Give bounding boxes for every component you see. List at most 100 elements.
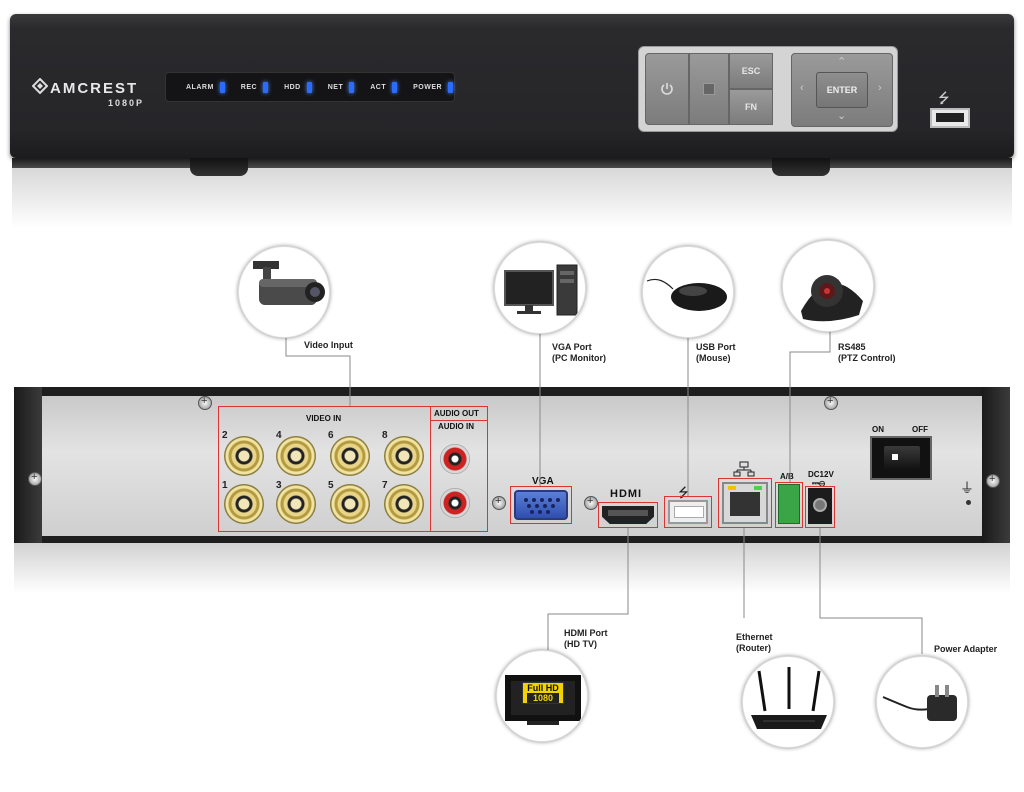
bnc-video-in-4: [276, 436, 316, 476]
arrow-down-icon[interactable]: ⌄: [837, 110, 847, 122]
bnc-video-in-1: [224, 484, 264, 524]
rear-usb-port: [668, 500, 708, 524]
screw: [584, 495, 598, 510]
ir-receiver-icon: [703, 83, 715, 95]
off-label: OFF: [912, 425, 928, 434]
arrow-left-icon[interactable]: ‹: [800, 82, 804, 94]
full-hd-badge: Full HD 1080: [522, 682, 564, 704]
rear-right-bracket: [982, 387, 1010, 543]
resolution-text: 1080: [527, 693, 559, 703]
fn-button[interactable]: FN: [729, 89, 773, 125]
usb-front-icon: ⭍: [938, 90, 950, 106]
audio-divider: [430, 406, 431, 532]
rca-audio-in: [440, 488, 470, 518]
status-led-bar: ALARM REC HDD NET ACT POWER: [165, 72, 455, 102]
vga-highlight: [510, 486, 572, 524]
enter-button[interactable]: ENTER: [816, 72, 868, 108]
bnc-number: 4: [276, 430, 282, 441]
ground-hole: [966, 500, 971, 505]
bnc-number: 6: [328, 430, 334, 441]
rear-left-bracket: [14, 387, 42, 543]
arrow-right-icon[interactable]: ›: [878, 82, 882, 94]
mouse-icon: [646, 278, 727, 311]
led-hdd: HDD: [284, 81, 312, 93]
audio-out-label: AUDIO OUT: [434, 409, 479, 418]
rear-reflection: [14, 543, 1010, 593]
led-net: NET: [328, 81, 355, 93]
camera-bullet-circle: [238, 246, 330, 338]
ir-button[interactable]: [689, 53, 729, 125]
usb-port-label: USB Port (Mouse): [696, 342, 736, 363]
audio-in-label: AUDIO IN: [438, 422, 474, 431]
hdmi-port-label: HDMI Port (HD TV): [564, 628, 608, 649]
hdmi-label: HDMI: [610, 488, 643, 500]
vga-port-label: VGA Port (PC Monitor): [552, 342, 606, 363]
front-keypad: ESC FN ⌃ ⌄ ‹ › ENTER: [638, 46, 898, 132]
usb-rear-icon: ⭍: [678, 485, 689, 500]
router-circle: [742, 656, 834, 748]
brand-name: AMCREST: [50, 80, 139, 97]
bnc-number: 5: [328, 480, 334, 491]
power-switch: [870, 436, 932, 480]
bnc-video-in-5: [330, 484, 370, 524]
direction-pad[interactable]: ⌃ ⌄ ‹ › ENTER: [791, 53, 893, 127]
bnc-number: 8: [382, 430, 388, 441]
power-adapter-label: Power Adapter: [934, 644, 998, 654]
model-name: 1080P: [108, 98, 145, 108]
usb-highlight: [664, 496, 712, 528]
bnc-video-in-8: [384, 436, 424, 476]
bnc-video-in-7: [384, 484, 424, 524]
dome-camera-icon: [801, 275, 863, 322]
bullet-camera-icon: [253, 261, 325, 305]
amcrest-logo: AMCREST 1080P: [32, 78, 152, 118]
ethernet-port: [722, 482, 768, 524]
bnc-video-in-2: [224, 436, 264, 476]
bnc-number: 2: [222, 430, 228, 441]
bnc-number: 7: [382, 480, 388, 491]
ab-label: A/B: [780, 472, 794, 481]
screw: [986, 473, 1000, 488]
front-usb-port: [930, 108, 970, 128]
right-foot: [772, 158, 830, 176]
audio-divider-h: [430, 420, 488, 421]
front-reflection: [12, 168, 1012, 228]
power-icon: [661, 83, 673, 95]
video-in-label: VIDEO IN: [306, 414, 342, 423]
video-input-label: Video Input: [304, 340, 353, 350]
led-rec: REC: [241, 81, 269, 93]
screw: [824, 395, 838, 410]
power-adapter-circle: [876, 656, 968, 748]
bnc-video-in-6: [330, 436, 370, 476]
hdmi-highlight: [598, 502, 658, 528]
rca-audio-out: [440, 444, 470, 474]
video-audio-highlight: [218, 406, 488, 532]
ground-icon: ⏚: [960, 480, 974, 496]
power-button[interactable]: [645, 53, 689, 125]
dome-camera-circle: [782, 240, 874, 332]
amcrest-logo-mark-icon: [32, 78, 48, 94]
vga-port: [514, 490, 568, 520]
bnc-number: 3: [276, 480, 282, 491]
dc-polarity-icon: ⎓⊖: [812, 478, 826, 488]
bnc-number: 1: [222, 480, 228, 491]
dc-power-jack: [808, 488, 832, 524]
full-hd-text: Full HD: [527, 683, 559, 693]
vga-label: VGA: [532, 476, 554, 487]
rs485-label: RS485 (PTZ Control): [838, 342, 896, 363]
router-icon: [751, 667, 827, 729]
screw: [28, 471, 42, 486]
esc-button[interactable]: ESC: [729, 53, 773, 89]
pc-monitor-icon: [504, 264, 578, 316]
dc-highlight: [805, 486, 835, 528]
rs485-highlight: [775, 482, 803, 528]
power-adapter-icon: [882, 685, 957, 721]
left-foot: [190, 158, 248, 176]
led-alarm: ALARM: [186, 81, 225, 93]
screw: [198, 395, 212, 410]
pc-monitor-circle: [494, 242, 586, 334]
arrow-up-icon[interactable]: ⌃: [837, 56, 847, 68]
led-act: ACT: [370, 81, 398, 93]
rs485-terminal: [778, 484, 800, 524]
ethernet-label: Ethernet (Router): [736, 632, 773, 653]
on-label: ON: [872, 425, 884, 434]
